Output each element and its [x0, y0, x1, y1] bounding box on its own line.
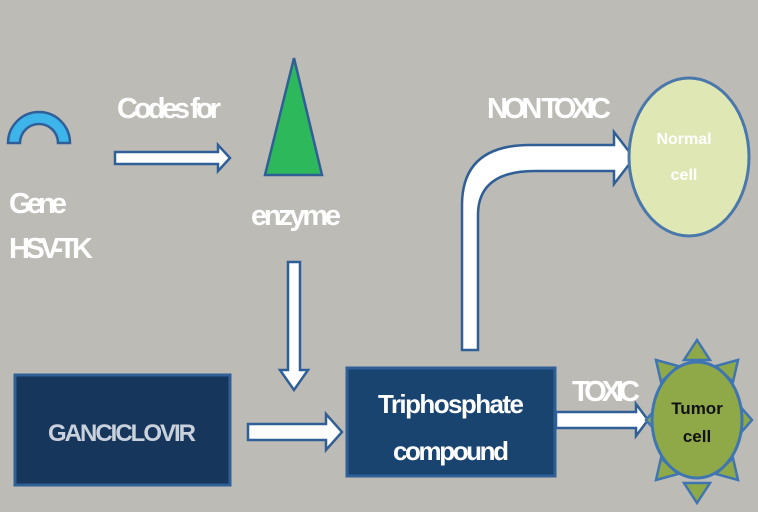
- normal-cell-label: Normal: [656, 131, 711, 148]
- codes-for-label: Codes for: [117, 93, 221, 125]
- ganciclovir-box: [13, 373, 232, 487]
- spike-bottom: [681, 481, 713, 506]
- ganciclovir-label: GANCICLOVIR: [48, 420, 196, 447]
- gene-label: Gene: [9, 188, 67, 220]
- non-toxic-curved-arrow: [460, 128, 636, 352]
- toxic-arrow: [554, 400, 650, 440]
- codes-for-arrow: [113, 141, 232, 175]
- triphosphate-box: [345, 366, 557, 478]
- ganciclovir-arrow: [246, 410, 344, 454]
- non-toxic-label: NON TOXIC: [487, 93, 611, 125]
- normal-cell-shape: [627, 76, 751, 238]
- toxic-label: TOXIC: [572, 376, 640, 408]
- tumor-cell-shape: [650, 360, 744, 480]
- enzyme-down-arrow: [277, 260, 311, 393]
- gene-name-label: HSV-TK: [9, 233, 93, 265]
- tumor-cell-label-2: cell: [683, 427, 711, 446]
- enzyme-label: enzyme: [251, 200, 341, 232]
- enzyme-triangle-icon: [263, 57, 324, 177]
- gene-arc-icon: [6, 110, 72, 145]
- spike-top: [681, 337, 713, 362]
- tumor-cell-label: Tumor: [671, 399, 723, 418]
- normal-cell-label-2: cell: [671, 167, 698, 184]
- compound-label: compound: [393, 436, 509, 466]
- triphosphate-label: Triphosphate: [378, 389, 524, 419]
